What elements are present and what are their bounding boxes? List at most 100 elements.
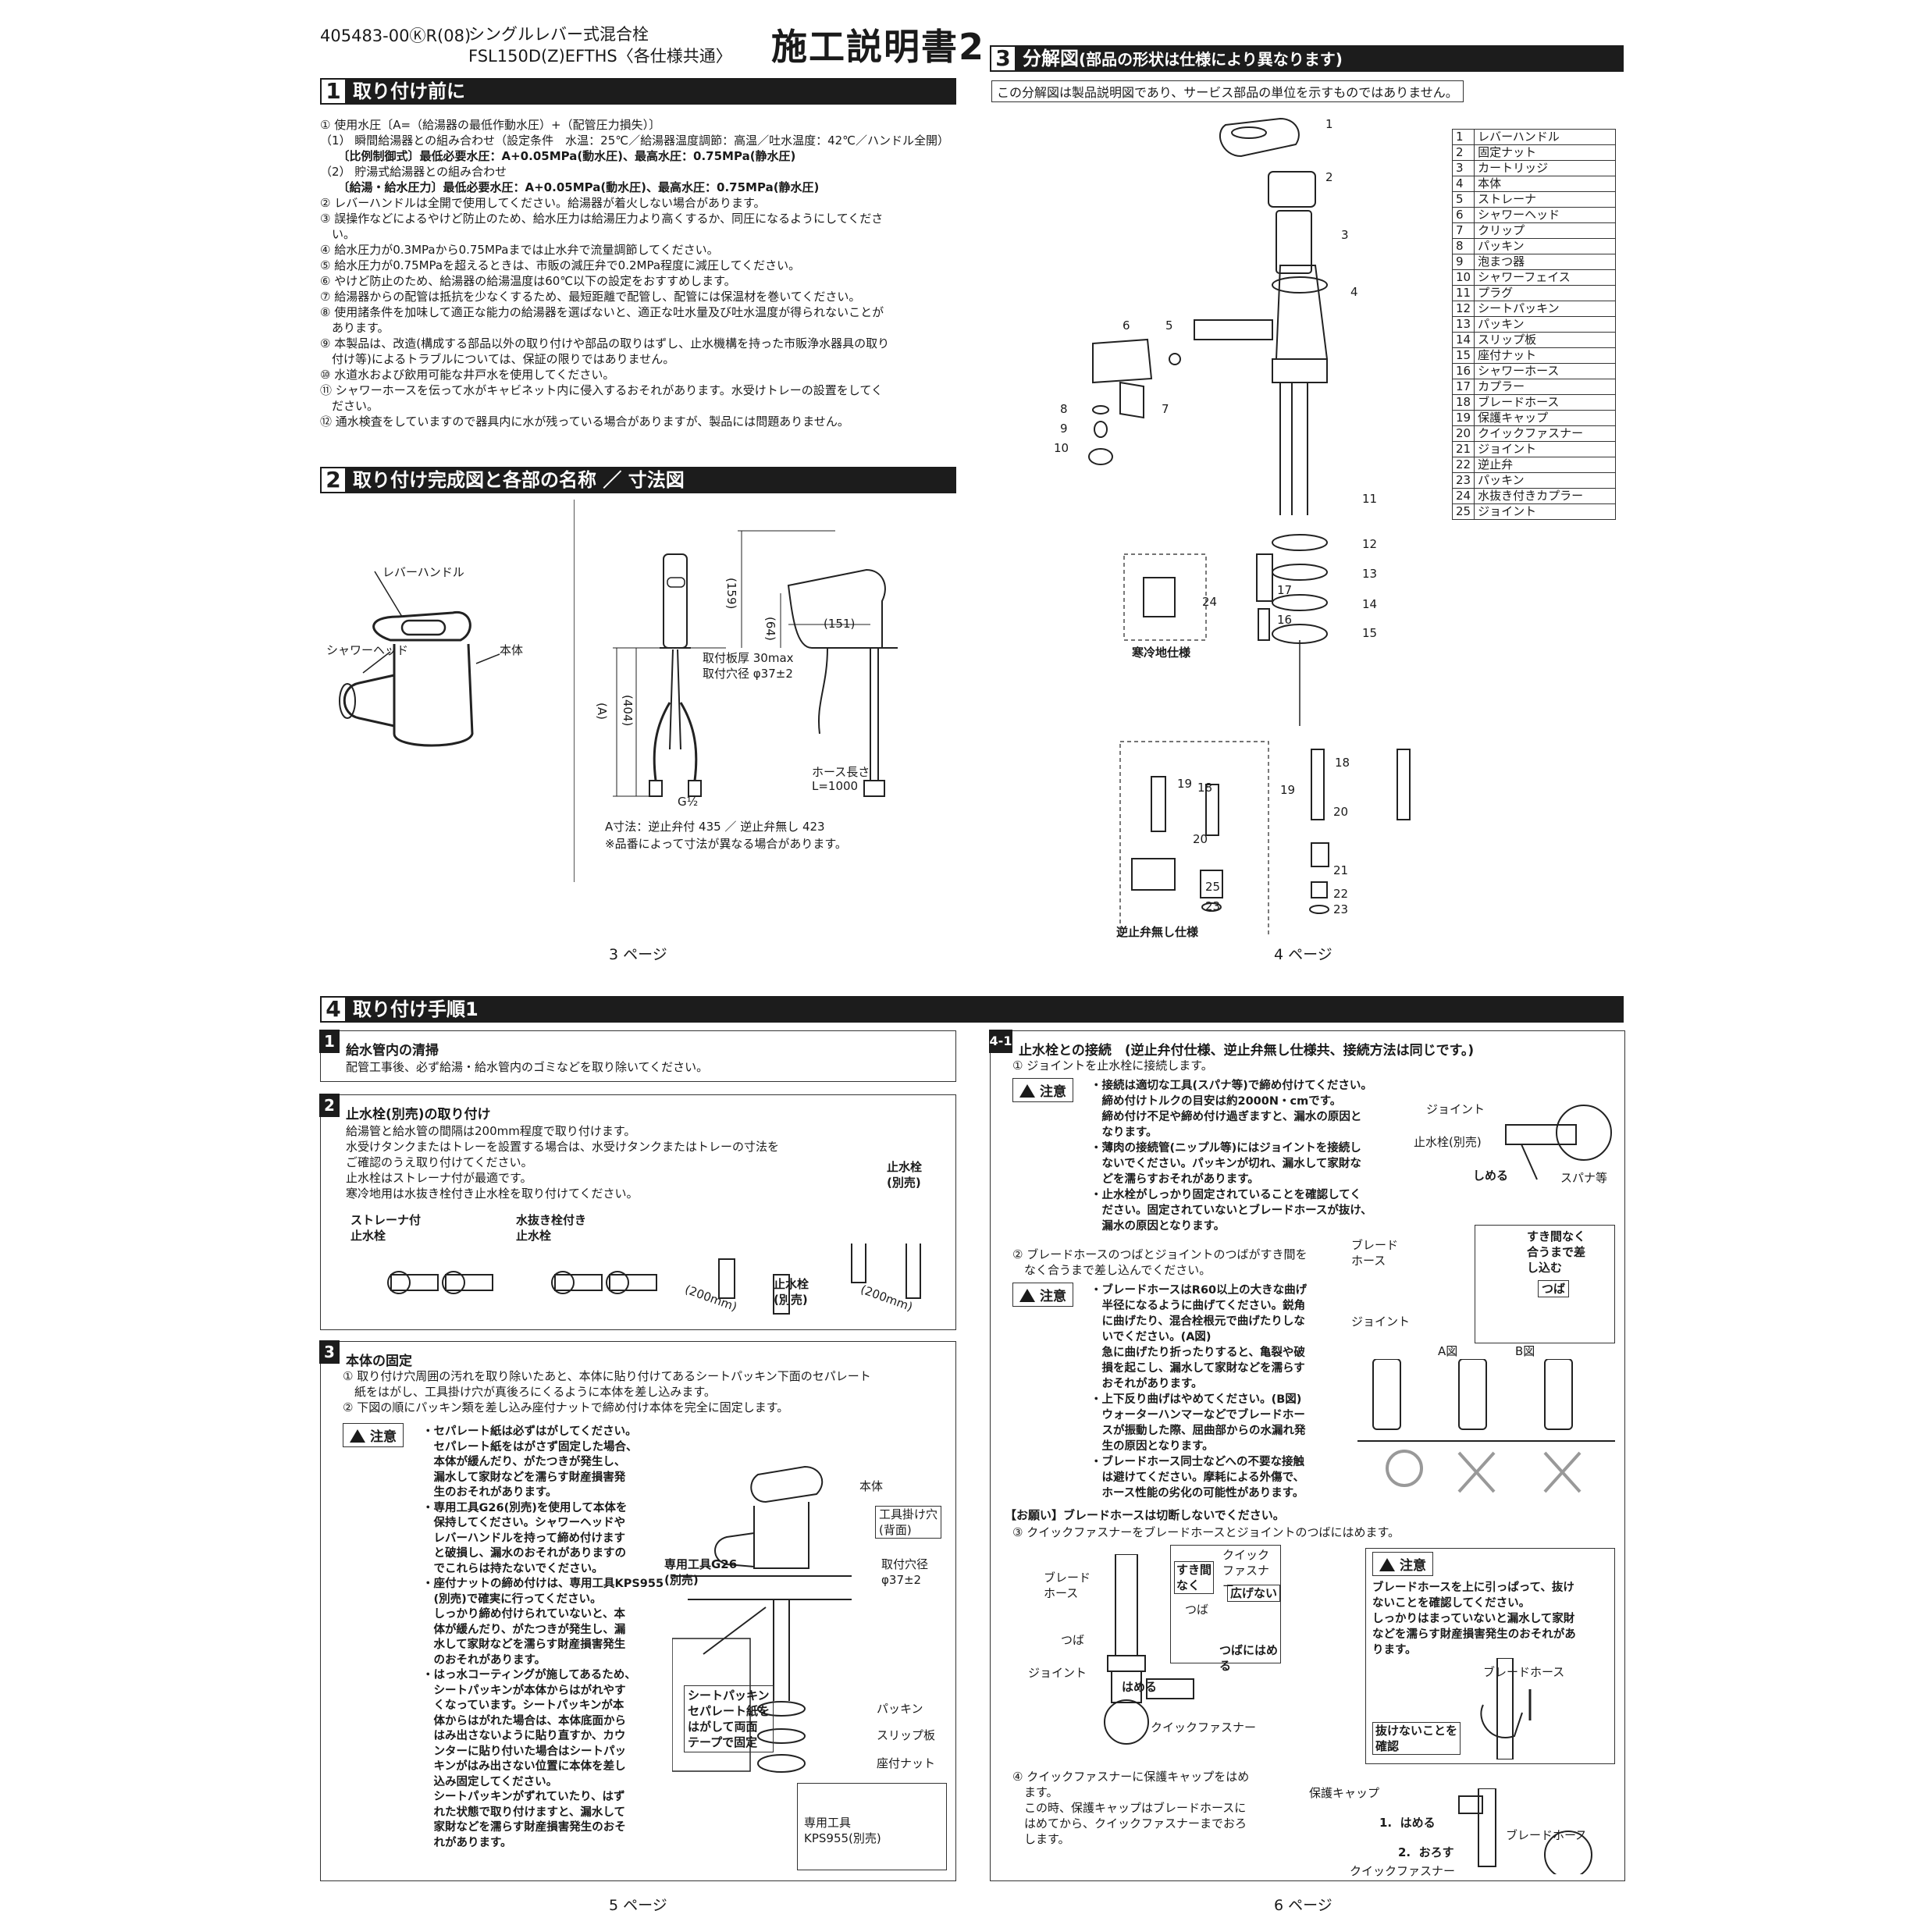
- label-joint: ジョイント: [1426, 1102, 1485, 1116]
- section-1-line: （2） 貯湯式給湯器との組み合わせ: [320, 165, 507, 179]
- section-1-line: 〔給湯・給水圧力〕最低必要水圧：A+0.05MPa(動水圧)、最高水圧：0.75…: [320, 180, 820, 194]
- label-flange-2: つば: [1061, 1633, 1085, 1647]
- part-number: 15: [1451, 347, 1475, 364]
- callout-number: 16: [1277, 613, 1293, 627]
- callout-number: 15: [1362, 626, 1378, 640]
- no-check-valve-label: 逆止弁無し仕様: [1116, 925, 1199, 939]
- section-1-line: ⑪ シャワーホースを伝って水がキャビネット内に侵入するおそれがあります。水受けト…: [320, 383, 883, 397]
- label-flange-3: つば: [1185, 1603, 1209, 1617]
- part-number: 3: [1451, 160, 1475, 176]
- label-confirm: 抜けないことを 確認: [1372, 1722, 1461, 1755]
- step-number: 3: [319, 1340, 340, 1364]
- section-1-line: ⑥ やけど防止のため、給湯器の給湯温度は60℃以下の設定をおすすめします。: [320, 274, 736, 288]
- callout-number: 23: [1333, 902, 1349, 916]
- section-title: 取り付け手順1: [353, 998, 479, 1020]
- label-no-spread: 広げない: [1227, 1585, 1280, 1602]
- section-number: 2: [320, 467, 347, 493]
- part-name: ブレードホース: [1474, 394, 1617, 411]
- callout-number: 20: [1333, 805, 1349, 819]
- part-name: シャワーヘッド: [1474, 207, 1617, 223]
- part-number: 6: [1451, 207, 1475, 223]
- step-text: ① 取り付け穴周囲の汚れを取り除いたあと、本体に貼り付けてあるシートパッキン下面…: [343, 1369, 871, 1414]
- section-1-body: ① 使用水圧〔A=（給湯器の最低作動水圧）+（配管圧力損失）〕（1） 瞬間給湯器…: [320, 117, 956, 429]
- faucet-illustration: [339, 571, 500, 747]
- warning-icon: [1019, 1084, 1035, 1098]
- part-name: パッキン: [1474, 316, 1617, 333]
- label-braid-hose-2: ブレード ホース: [1044, 1571, 1091, 1600]
- label-fit-flange: つばにはめる: [1219, 1643, 1279, 1673]
- section-1-line: （1） 瞬間給湯器との組み合わせ（設定条件 水温：25℃／給湯器温度調節：高温／…: [320, 133, 950, 148]
- section-1-line: ② レバーハンドルは全開で使用してください。給湯器が着火しない場合があります。: [320, 196, 766, 210]
- part-name: パッキン: [1474, 472, 1617, 489]
- step-text: 配管工事後、必ず給湯・給水管内のゴミなどを取り除いてください。: [346, 1060, 709, 1074]
- part-name: 保護キャップ: [1474, 410, 1617, 426]
- label-stop-valve-2: 止水栓 (別売): [774, 1277, 809, 1307]
- callout-number: 11: [1362, 492, 1378, 506]
- section-1-line: ⑦ 給湯器からの配管は抵抗を少なくするため、最短距離で配管し、配管には保温材を巻…: [320, 290, 861, 304]
- hose-length-label: ホース長さ: [812, 765, 870, 779]
- label-seat-nut: 座付ナット: [877, 1756, 936, 1770]
- bending-illustration: [1357, 1359, 1615, 1493]
- part-name: カートリッジ: [1474, 160, 1617, 176]
- page-number-6: 6 ページ: [1274, 1897, 1332, 1914]
- part-number: 20: [1451, 425, 1475, 442]
- part-number: 14: [1451, 332, 1475, 348]
- callout-number: 8: [1060, 402, 1068, 416]
- part-number: 17: [1451, 379, 1475, 395]
- part-name: スリップ板: [1474, 332, 1617, 348]
- hose-length: L=1000: [812, 779, 859, 793]
- callout-number: 12: [1362, 537, 1378, 551]
- step-4-1-box: 4-1 止水栓との接続 (逆止弁付仕様、逆止弁無し仕様共、接続方法は同じです。)…: [989, 1030, 1625, 1881]
- section-title: 取り付け完成図と各部の名称 ／ 寸法図: [353, 469, 685, 491]
- step-3-box: 3 本体の固定 ① 取り付け穴周囲の汚れを取り除いたあと、本体に貼り付けてあるシ…: [319, 1340, 956, 1881]
- part-number: 18: [1451, 394, 1475, 411]
- callout-number: 25: [1205, 880, 1221, 894]
- label-step-lower: 2. おろす: [1398, 1845, 1454, 1859]
- label-body: 本体: [500, 643, 524, 657]
- step-text-1: ① ジョイントを止水栓に接続します。: [1012, 1059, 1213, 1073]
- label-protective-cap: 保護キャップ: [1309, 1786, 1380, 1800]
- step-title: 給水管内の清掃: [346, 1043, 439, 1059]
- label-slip-plate: スリップ板: [877, 1728, 936, 1742]
- label-packing: パッキン: [877, 1702, 923, 1716]
- callout-number: 24: [1202, 595, 1218, 609]
- cap-illustration: [1458, 1788, 1592, 1874]
- label-hole-diameter: 取付穴径 φ37±2: [881, 1557, 929, 1587]
- section-1-line: ⑧ 使用諸条件を加味して適正な能力の給湯器を選ばないと、適正な吐水量及び吐水温度…: [320, 305, 884, 319]
- label-joint-2: ジョイント: [1351, 1315, 1411, 1329]
- label-no-gap-2: すき間 なく: [1174, 1561, 1215, 1594]
- warning-icon: [1379, 1558, 1395, 1571]
- section-1-line: い。: [320, 227, 356, 241]
- callout-number: 13: [1362, 567, 1378, 581]
- part-name: クリップ: [1474, 222, 1617, 239]
- caution-text: ・セパレート紙は必ずはがしてください。 セパレート紙をはがさず固定した場合、 本…: [422, 1425, 664, 1849]
- label-shower-head: シャワーヘッド: [326, 643, 409, 657]
- label-braid-hose-3: ブレードホース: [1483, 1665, 1565, 1679]
- section-number: 1: [320, 78, 347, 105]
- part-name: レバーハンドル: [1474, 129, 1617, 145]
- callout-number: 17: [1277, 583, 1293, 597]
- part-name: パッキン: [1474, 238, 1617, 254]
- part-number: 21: [1451, 441, 1475, 457]
- step-number: 4-1: [989, 1030, 1012, 1053]
- step-title: 止水栓(別売)の取り付け: [346, 1107, 491, 1123]
- label-joint-3: ジョイント: [1028, 1666, 1087, 1680]
- caution-text-1: ・接続は適切な工具(スパナ等)で締め付けてください。 締め付けトルクの目安は約2…: [1091, 1080, 1372, 1233]
- section-1-line: ④ 給水圧力が0.3MPaから0.75MPaまでは止水弁で流量調節してください。: [320, 243, 719, 257]
- exploded-view-notice: この分解図は製品説明図であり、サービス部品の単位を示すものではありません。: [991, 80, 1464, 102]
- dim-151: (151): [824, 617, 856, 631]
- exploded-view-diagram: [1088, 117, 1411, 937]
- section-number: 4: [320, 996, 347, 1023]
- part-name: カプラー: [1474, 379, 1617, 395]
- section-1-line: ⑩ 水道水および飲用可能な井戸水を使用してください。: [320, 368, 615, 382]
- step-text-4: ④ クイックファスナーに保護キャップをはめ ます。 この時、保護キャップはブレー…: [1012, 1770, 1250, 1846]
- step-text: 給湯管と給水管の間隔は200mm程度で取り付けます。 水受けタンクまたはトレーを…: [346, 1124, 780, 1201]
